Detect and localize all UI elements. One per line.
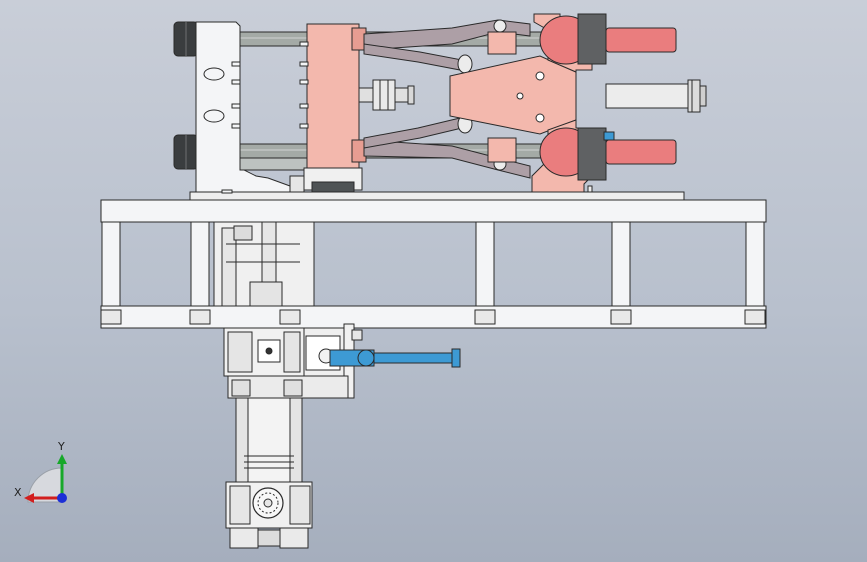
frame-top-beam [100, 199, 767, 223]
platen-slider [311, 181, 355, 193]
clamp-cylinder-rod [605, 27, 677, 53]
fixed-platen [195, 21, 291, 193]
base-foot [279, 527, 309, 549]
base-plate [189, 191, 685, 201]
frame-leg [745, 221, 765, 307]
column-rod [221, 227, 237, 307]
frame-leg [475, 221, 495, 307]
frame-foot [189, 309, 211, 325]
toggle-pin [493, 19, 507, 33]
frame-leg [190, 221, 210, 307]
ejector-rod [394, 87, 410, 103]
frame-foot [474, 309, 496, 325]
column-rod [261, 221, 277, 283]
cylinder-collar [577, 13, 607, 65]
side-cylinder-eye [357, 349, 375, 367]
side-cylinder-barrel [373, 352, 455, 364]
frame-foot [610, 309, 632, 325]
cylinder-collar [577, 127, 607, 181]
side-cylinder-cap [451, 348, 461, 368]
center-ram [605, 83, 689, 109]
guide-post [239, 157, 311, 171]
ram-head [687, 79, 701, 113]
clamp-cylinder-rod [605, 139, 677, 165]
column-block [249, 281, 283, 307]
triad-y-label: Y [58, 440, 65, 453]
ejector-rod [358, 87, 374, 103]
column-block [233, 225, 253, 241]
platen-slot [203, 67, 225, 81]
toggle-link-lower [363, 139, 531, 179]
toggle-link-upper [363, 43, 463, 71]
ejector-body [372, 79, 396, 111]
toggle-pin [457, 54, 473, 74]
frame-foot [279, 309, 301, 325]
hydraulic-fitting [603, 131, 615, 141]
frame-foot [100, 309, 122, 325]
platen-slot [203, 109, 225, 123]
triad-x-label: X [14, 486, 22, 499]
frame-leg [101, 221, 121, 307]
frame-leg [611, 221, 631, 307]
frame-foot [744, 309, 766, 325]
coordinate-triad-icon [24, 454, 67, 503]
base-foot [229, 527, 259, 549]
moving-platen [306, 23, 360, 189]
